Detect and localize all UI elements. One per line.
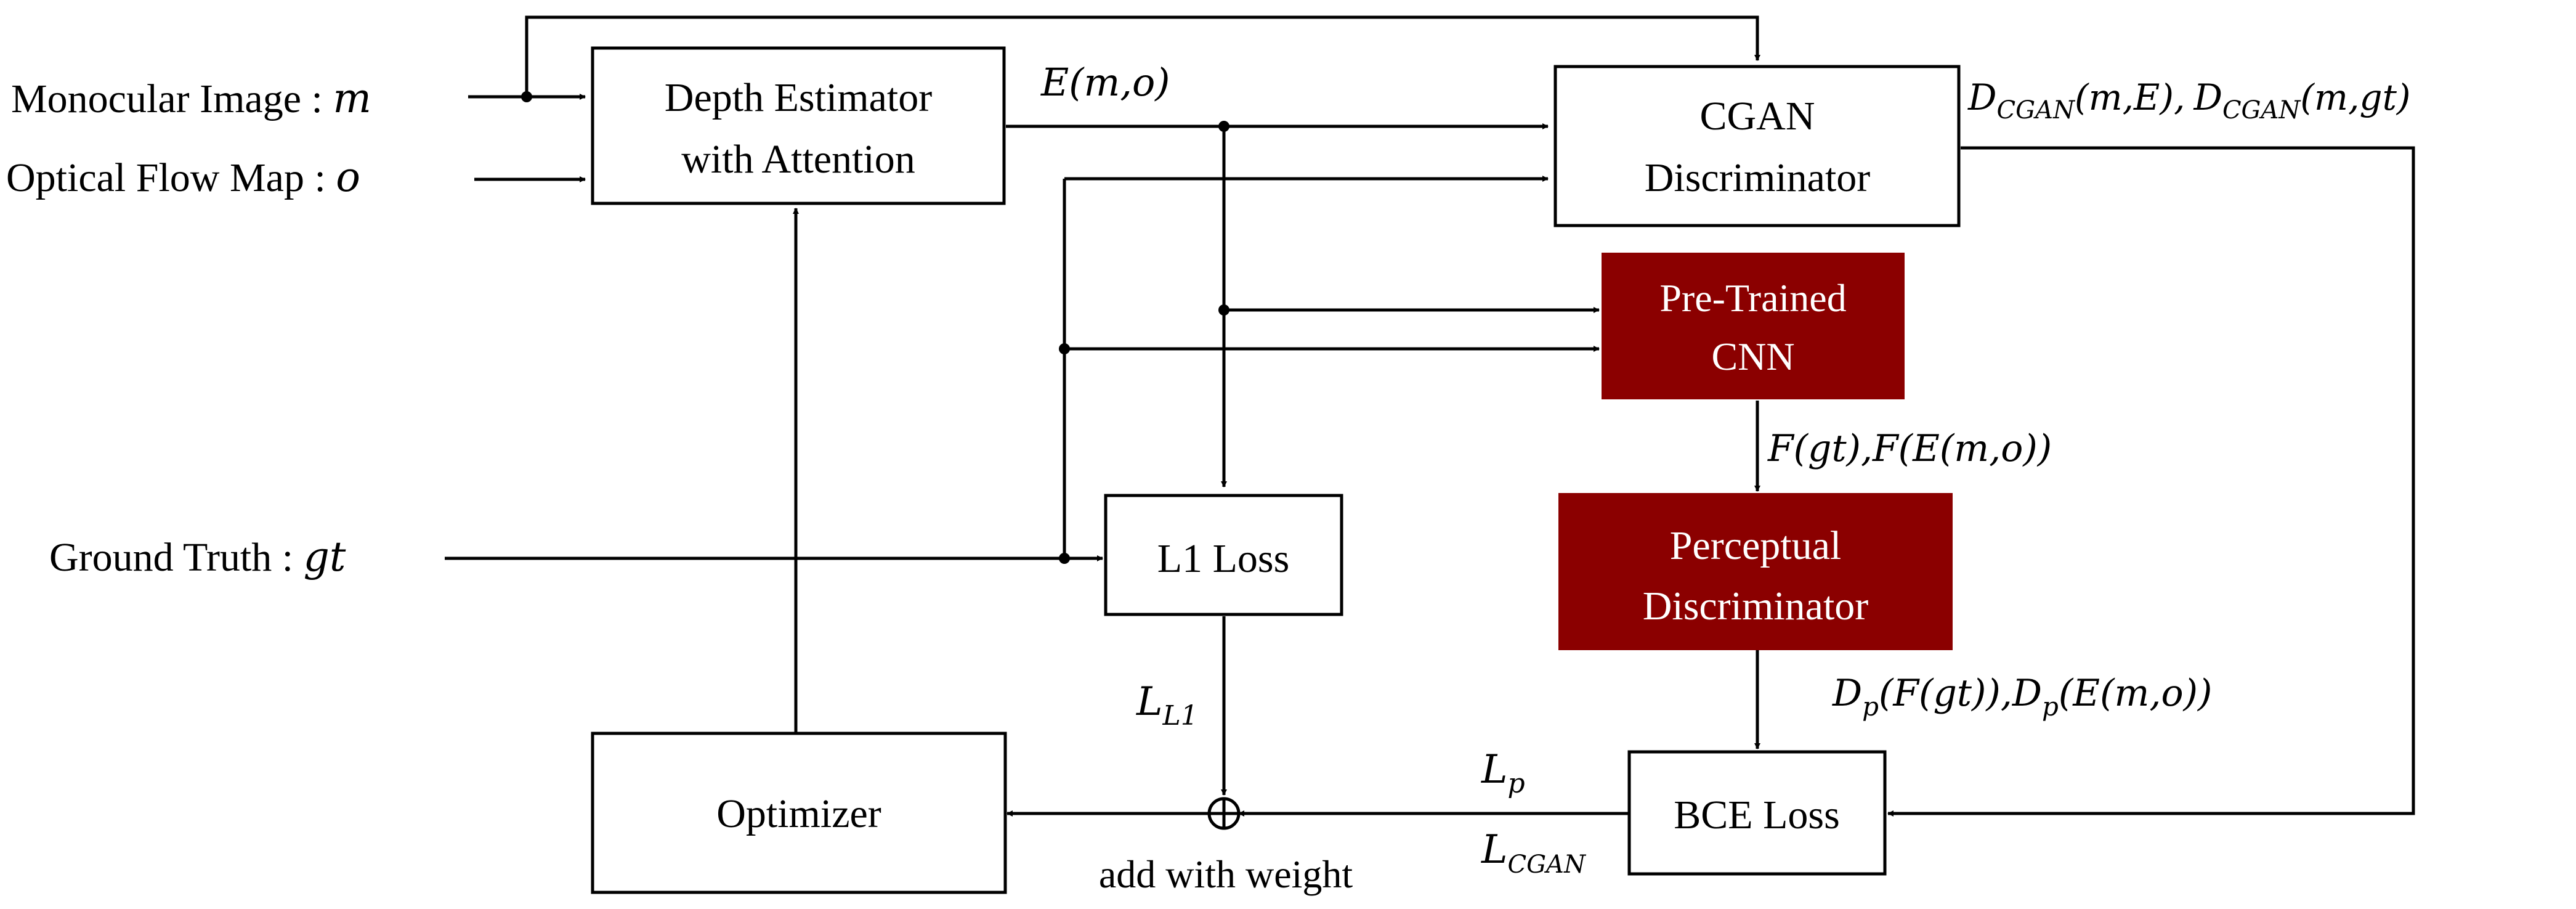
cgan-discriminator-box: CGAN Discriminator <box>1553 65 1961 227</box>
estimate-label: E(m,o) <box>1040 60 1170 105</box>
depth-estimator-line2: with Attention <box>681 137 915 182</box>
features-label: F(gt),F(E(m,o)) <box>1767 427 2052 470</box>
perceptual-line2: Discriminator <box>1643 584 1869 629</box>
bce-loss-box: BCE Loss <box>1627 750 1887 876</box>
depth-estimator-line1: Depth Estimator <box>665 75 932 120</box>
pretrained-line1: Pre-Trained <box>1659 276 1846 320</box>
ground-truth-label: Ground Truth : gt <box>49 533 346 581</box>
pretrained-cnn-box: Pre-Trained CNN <box>1602 253 1905 399</box>
bce-loss-label: BCE Loss <box>1674 793 1840 838</box>
cgan-output-label: DCGAN(m,E),DCGAN(m,gt) <box>1967 76 2411 124</box>
optimizer-box: Optimizer <box>591 732 1007 894</box>
perceptual-loss-label: Lp <box>1481 747 1525 799</box>
monocular-to-cgan-arrow <box>525 15 1760 97</box>
perceptual-discriminator-box: Perceptual Discriminator <box>1558 493 1953 650</box>
l1-loss-box: L1 Loss <box>1104 494 1343 616</box>
weighted-sum-icon <box>1207 797 1241 830</box>
l1-loss-value-label: LL1 <box>1136 679 1198 732</box>
perceptual-output-label: Dp(F(gt)),Dp(E(m,o)) <box>1832 672 2212 722</box>
add-with-weight-label: add with weight <box>1099 852 1353 896</box>
l1-loss-label: L1 Loss <box>1157 536 1290 581</box>
perceptual-line1: Perceptual <box>1670 523 1842 568</box>
cgan-line2: Discriminator <box>1645 155 1871 200</box>
depth-estimator-box: Depth Estimator with Attention <box>591 46 1006 205</box>
pretrained-line2: CNN <box>1711 335 1794 378</box>
cgan-line1: CGAN <box>1699 94 1815 139</box>
optimizer-label: Optimizer <box>716 791 881 836</box>
optical-input-label: Optical Flow Map : o <box>6 153 360 201</box>
monocular-input-label: Monocular Image : m <box>11 75 371 122</box>
cgan-loss-label: LCGAN <box>1481 827 1587 879</box>
cgan-to-bce-arrow <box>1887 146 2415 817</box>
